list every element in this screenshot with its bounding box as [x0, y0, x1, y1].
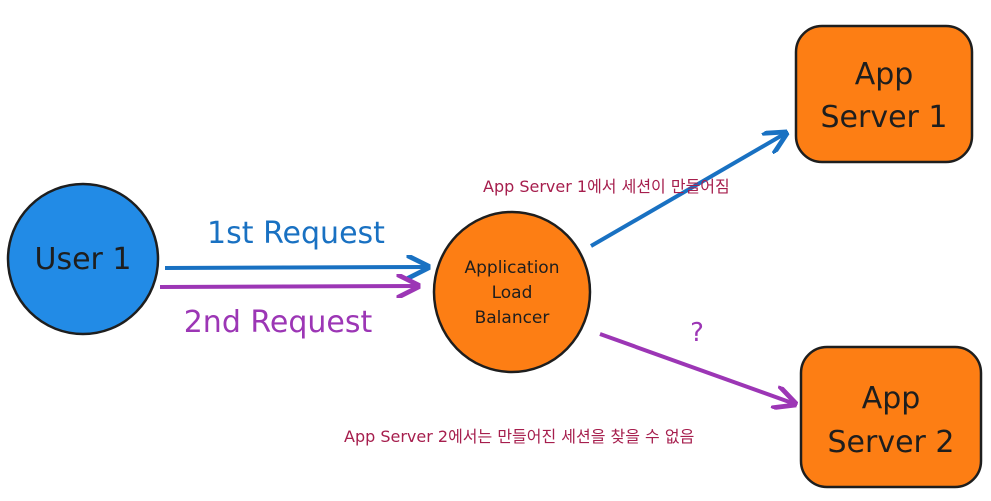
user-circle — [6, 182, 160, 336]
app-server-1-label-line2: Server 1 — [820, 100, 947, 135]
server-2-note-prefix: App Server 2 — [344, 427, 448, 446]
second-request-arrow — [159, 286, 418, 287]
user-label: User 1 — [34, 242, 131, 277]
app-server-2-label-line1: App — [862, 381, 921, 416]
server-1-note-suffix: 에서 세션이 만들어짐 — [587, 177, 730, 196]
load-balancer-label-line2: Load — [492, 283, 533, 303]
server-1-note: App Server 1에서 세션이 만들어짐 — [483, 177, 730, 196]
load-balancer-node: Application Load Balancer — [432, 210, 592, 374]
server-1-note-prefix: App Server 1 — [483, 177, 587, 196]
app-server-2-box — [799, 345, 983, 489]
load-balancer-circle — [432, 210, 592, 374]
load-balancer-label-line3: Balancer — [475, 308, 550, 328]
app-server-2-node: App Server 2 — [799, 345, 983, 489]
app-server-1-node: App Server 1 — [794, 24, 974, 164]
second-request-label: 2nd Request — [184, 305, 373, 340]
server-2-note: App Server 2에서는 만들어진 세션을 찾을 수 없음 — [344, 427, 694, 446]
to-server-1-arrow — [589, 133, 786, 248]
to-server-2-question-label: ? — [690, 318, 704, 348]
server-2-note-suffix: 에서는 만들어진 세션을 찾을 수 없음 — [448, 427, 694, 446]
load-balancer-label-line1: Application — [465, 258, 560, 278]
first-request-arrow — [164, 267, 428, 268]
to-server-2-arrow — [599, 332, 795, 404]
app-server-1-box — [794, 24, 974, 164]
app-server-2-label-line2: Server 2 — [827, 425, 954, 460]
first-request-label: 1st Request — [207, 216, 385, 251]
app-server-1-label-line1: App — [855, 57, 914, 92]
user-node: User 1 — [6, 182, 160, 336]
